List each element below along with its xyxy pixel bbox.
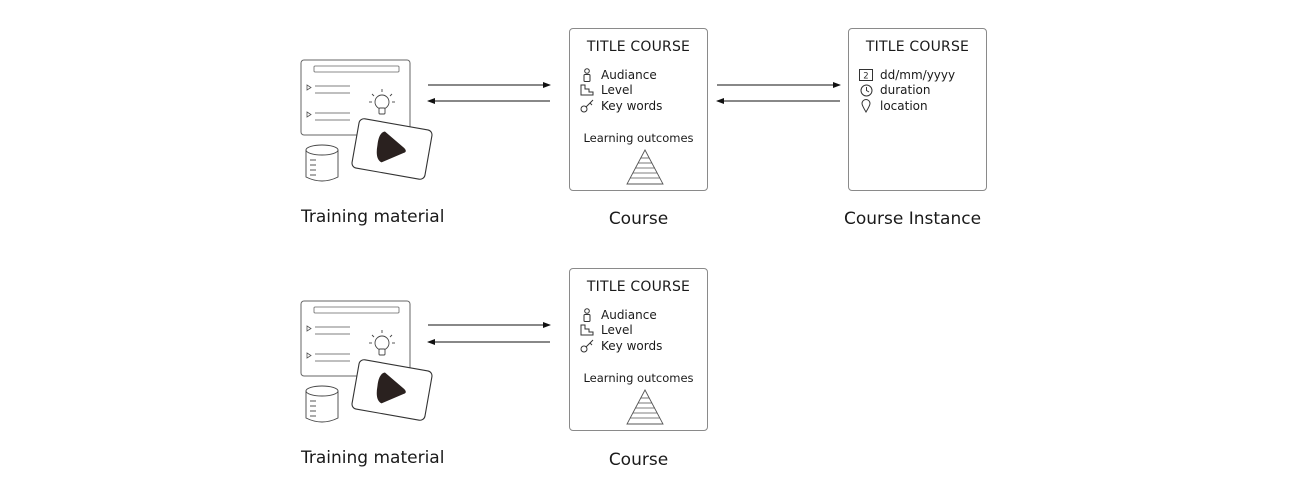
course-card-title: TITLE COURSE xyxy=(586,39,691,55)
course-card-title: TITLE COURSE xyxy=(586,279,691,295)
date-row: 2 dd/mm/yyyy xyxy=(859,67,955,83)
person-icon xyxy=(580,308,594,322)
course-card: TITLE COURSE Audiance Level Key words Le… xyxy=(569,28,708,191)
date-label: dd/mm/yyyy xyxy=(880,68,956,82)
play-icon xyxy=(351,359,433,421)
caption-course-1: Course xyxy=(608,209,669,229)
duration-label: duration xyxy=(880,83,931,97)
clock-icon xyxy=(859,83,873,97)
learning-outcomes-label: Learning outcomes xyxy=(583,371,694,385)
play-icon xyxy=(351,118,433,180)
keywords-label: Key words xyxy=(601,339,663,353)
slide-icon xyxy=(300,300,411,377)
caption-training-material-2: Training material xyxy=(301,448,445,468)
calendar-digit: 2 xyxy=(863,72,868,82)
caption-training-material-1: Training material xyxy=(301,207,445,227)
audience-label: Audiance xyxy=(601,68,657,82)
location-label: location xyxy=(880,99,928,113)
location-pin-icon xyxy=(859,99,873,113)
level-row: Level xyxy=(580,322,633,338)
keywords-row: Key words xyxy=(580,98,662,114)
training-material-illustration-2 xyxy=(300,300,433,423)
pyramid-icon xyxy=(626,389,664,425)
lightbulb-icon xyxy=(369,330,395,356)
keywords-label: Key words xyxy=(601,99,663,113)
slide-icon xyxy=(300,59,411,136)
audience-row: Audiance xyxy=(580,67,657,83)
audience-row: Audiance xyxy=(580,307,657,323)
location-row: location xyxy=(859,98,928,114)
keywords-row: Key words xyxy=(580,338,662,354)
level-row: Level xyxy=(580,82,633,98)
key-icon xyxy=(580,339,594,353)
person-icon xyxy=(580,68,594,82)
level-label: Level xyxy=(601,323,633,337)
level-label: Level xyxy=(601,83,633,97)
lightbulb-icon xyxy=(369,89,395,115)
course-instance-card: TITLE COURSE 2 dd/mm/yyyy duration locat… xyxy=(848,28,987,191)
calendar-icon: 2 xyxy=(859,68,873,82)
course-card-2: TITLE COURSE Audiance Level Key words Le… xyxy=(569,268,708,431)
database-icon xyxy=(305,385,339,423)
caption-course-instance: Course Instance xyxy=(843,209,982,229)
caption-course-2: Course xyxy=(608,450,669,470)
database-icon xyxy=(305,144,339,182)
key-icon xyxy=(580,99,594,113)
learning-outcomes-label: Learning outcomes xyxy=(583,131,694,145)
duration-row: duration xyxy=(859,82,931,98)
stairs-icon xyxy=(580,323,594,337)
training-material-illustration-1 xyxy=(300,59,433,182)
instance-card-title: TITLE COURSE xyxy=(865,39,970,55)
pyramid-icon xyxy=(626,149,664,185)
stairs-icon xyxy=(580,83,594,97)
audience-label: Audiance xyxy=(601,308,657,322)
